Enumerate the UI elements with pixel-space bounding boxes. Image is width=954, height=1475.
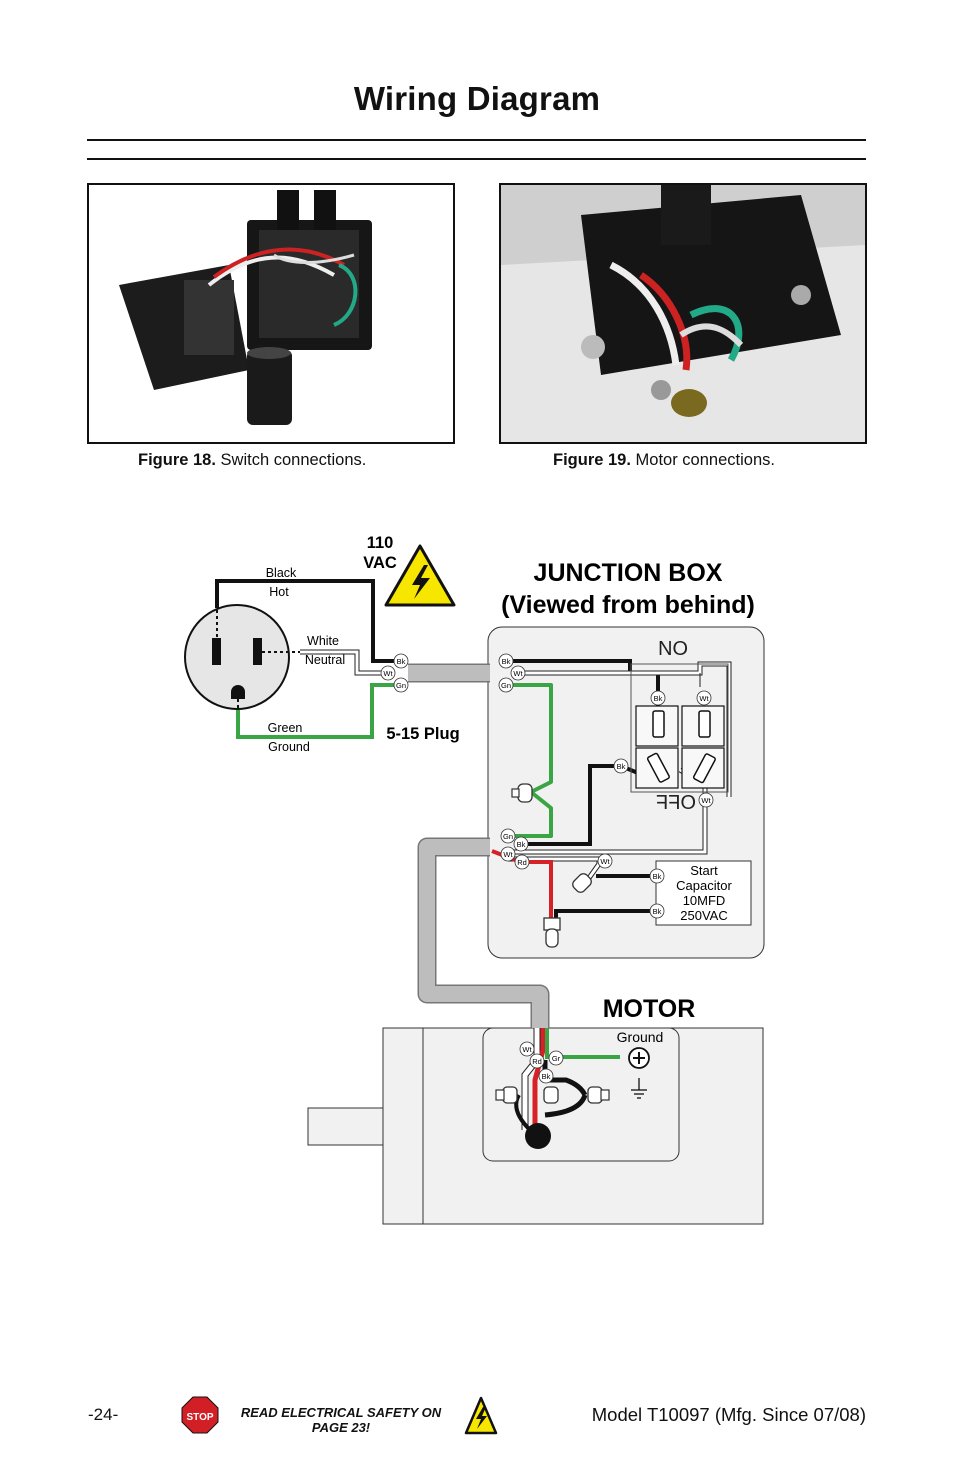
motor-wire-nuts [495,1086,610,1104]
voltage-line-2: VAC [363,554,397,572]
earth-ground-icon [631,1078,647,1099]
svg-text:Rd: Rd [517,858,527,867]
motor-heading: MOTOR [603,995,696,1023]
figure-19-photo [499,183,867,444]
svg-text:Bk: Bk [397,657,406,666]
high-voltage-warning-icon [384,544,456,607]
start-capacitor [655,860,752,926]
wire-hot-black [215,579,404,663]
svg-text:Bk: Bk [502,657,511,666]
label-green: Green [268,721,303,735]
label-ground: Ground [268,740,310,754]
svg-text:Bk: Bk [517,840,526,849]
safety-note-line-1: READ ELECTRICAL SAFETY ON [240,1405,442,1420]
footer-warning-icon [464,1396,498,1435]
wire-ground-green [236,683,402,739]
page-title: Wiring Diagram [353,80,601,117]
plug-prong-neutral [253,638,262,665]
label-hot: Hot [269,585,289,599]
electrical-safety-note: READ ELECTRICAL SAFETY ON PAGE 23! [226,1405,456,1435]
junction-box-subheading: (Viewed from behind) [501,591,755,619]
title-rule-bottom [87,158,866,160]
plug-face [184,604,290,710]
svg-text:Wt: Wt [600,857,610,866]
svg-text:Wt: Wt [522,1045,532,1054]
label-black: Black [266,566,297,580]
switch-housing [630,663,729,793]
svg-text:Bk: Bk [653,872,662,881]
stop-icon-text: STOP [186,1412,213,1423]
ground-screw-icon [628,1047,650,1069]
label-neutral: Neutral [305,653,345,667]
figure-18-caption: Figure 18. Switch connections. [138,451,366,470]
svg-text:Bk: Bk [654,694,663,703]
plug-prong-hot [212,638,221,665]
figure-18-photo [87,183,455,444]
figure-18-label: Figure 18. [138,451,216,469]
safety-note-line-2: PAGE 23! [311,1420,371,1435]
figure-19-text: Motor connections. [635,451,775,469]
plug-prong-ground [231,685,245,699]
page-number: -24- [88,1405,119,1424]
figure-19-label: Figure 19. [553,451,631,469]
motor-cord [419,839,548,1028]
svg-text:Wt: Wt [701,796,711,805]
svg-text:Bk: Bk [542,1072,551,1081]
svg-text:Rd: Rd [532,1057,542,1066]
motor-ground-label: Ground [617,1029,664,1045]
capacitor-line-4: 250VAC [680,908,727,923]
switch-off-label: OFF [656,792,696,814]
switch-on-label: ON [658,636,688,658]
svg-text:Bk: Bk [653,907,662,916]
svg-text:Wt: Wt [383,669,393,678]
wire-nut-white [572,873,592,893]
junction-box-heading: JUNCTION BOX [534,559,723,587]
figure-19-caption: Figure 19. Motor connections. [553,451,775,470]
figure-18-text: Switch connections. [220,451,367,469]
plug-type-label: 5-15 Plug [386,725,459,743]
label-white: White [307,634,339,648]
wire-neutral-white [300,650,392,675]
wire-nut-ground [511,783,533,803]
voltage-line-1: 110 [367,534,394,552]
model-number: Model T10097 (Mfg. Since 07/08) [591,1404,866,1425]
terminal-tags: Bk Wt Gn Bk Wt Gn Bk Wt Bk Wt Gn Bk Wt R… [380,653,714,1084]
svg-text:Gr: Gr [552,1054,561,1063]
wire-nut-red [543,917,561,948]
capacitor-line-1: Start [690,863,718,878]
svg-text:Gn: Gn [396,681,406,690]
motor-shaft [307,1107,384,1146]
title-rule-top [87,139,866,141]
svg-text:Bk: Bk [617,762,626,771]
svg-text:Gn: Gn [503,832,513,841]
motor-terminal-junction [525,1123,551,1149]
svg-text:Wt: Wt [513,669,523,678]
svg-text:Gn: Gn [501,681,511,690]
svg-text:Wt: Wt [699,694,709,703]
capacitor-line-3: 10MFD [683,893,726,908]
capacitor-line-2: Capacitor [676,878,732,893]
stop-icon: STOP [181,1396,219,1434]
svg-text:Wt: Wt [503,850,513,859]
